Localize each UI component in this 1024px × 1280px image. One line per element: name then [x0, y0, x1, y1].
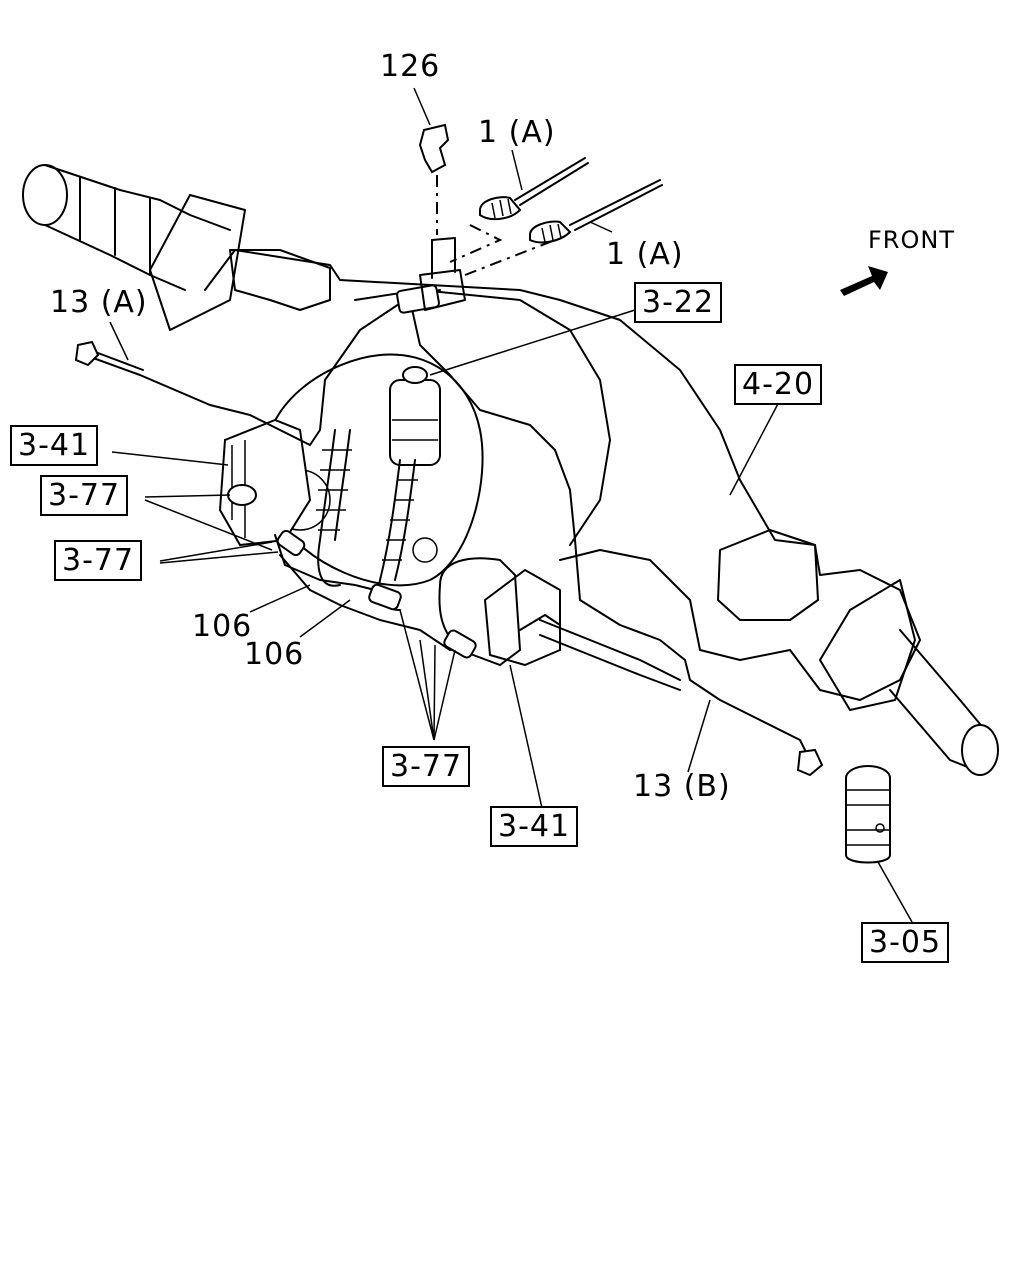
- callout-13a: 13 (A): [50, 285, 148, 320]
- ref-3-77-bottom: 3-77: [382, 746, 471, 787]
- front-direction-arrow: [840, 266, 888, 296]
- ref-3-41-bottom: 3-41: [490, 806, 579, 847]
- right-axle-hub: [819, 579, 999, 776]
- brake-hoses: [316, 429, 418, 611]
- pipe-fittings: [74, 284, 824, 777]
- right-brake-chamber: [438, 557, 681, 691]
- callout-1a-upper: 1 (A): [478, 115, 556, 150]
- callout-106-b: 106: [244, 637, 305, 672]
- ref-3-41-left: 3-41: [10, 425, 99, 466]
- left-axle-hub: [22, 164, 246, 331]
- front-label: FRONT: [868, 226, 955, 254]
- axle-housing: [204, 249, 921, 701]
- callout-1a-lower: 1 (A): [606, 237, 684, 272]
- callout-126: 126: [380, 49, 441, 84]
- left-brake-chamber: [218, 418, 312, 547]
- part-3-05-body: [845, 765, 891, 864]
- leader-lines: [109, 87, 913, 923]
- callout-106-a: 106: [192, 609, 253, 644]
- hose-1a-parts: [449, 157, 663, 276]
- brake-pipes: [84, 289, 811, 761]
- clip-and-bracket: [418, 123, 466, 311]
- ref-3-77-upper: 3-77: [40, 475, 129, 516]
- center-valve: [389, 366, 441, 466]
- callout-13b: 13 (B): [633, 769, 731, 804]
- ref-3-77-middle: 3-77: [54, 540, 143, 581]
- ref-3-05: 3-05: [861, 922, 950, 963]
- ref-3-22: 3-22: [634, 282, 723, 323]
- ref-4-20: 4-20: [734, 364, 823, 405]
